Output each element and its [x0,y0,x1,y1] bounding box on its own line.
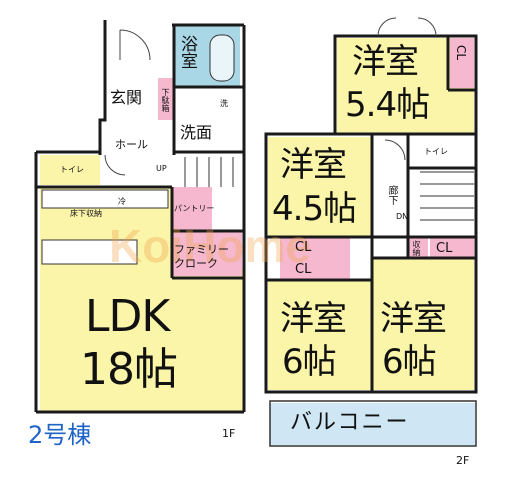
cl-6b-label: CL [436,241,453,256]
room-4-5-name: 洋室 [280,145,347,185]
stairs-1f [172,157,242,187]
cl-5-4-label: CL [454,45,468,61]
bath-label: 浴室 [177,35,197,69]
room-5-4-name: 洋室 [352,42,419,82]
hall-label: ホール [115,138,148,151]
room-5-4-size: 5.4帖 [345,85,430,125]
dn-label: DN [396,212,409,221]
room-6b-name: 洋室 [380,299,447,339]
family-closet-label: ファミリークローク [174,243,229,271]
bathtub [209,34,235,82]
doors-1f [104,29,151,176]
storage-2f [408,237,428,258]
kitchen-back-counter [41,189,169,209]
room-6b [373,258,474,390]
ldk-label: LDK [85,291,170,342]
room-6a-name: 洋室 [280,299,347,339]
refrigerator-label: 冷 [118,197,126,206]
shoe-box-label: 下駄箱 [161,88,170,112]
cl-5-4 [450,38,474,88]
ldk-size-label: 18帖 [80,344,178,395]
corridor-label: 廊下 [386,185,397,205]
watermark: KoiHome [109,220,311,272]
balcony-outline [269,400,477,447]
cl-4-5-label-bottom: CL [295,262,312,277]
wash-room [175,87,240,152]
family-closet [172,231,242,276]
floor2-walls [264,34,478,394]
balcony-label: バルコニー [290,410,410,435]
up-label: UP [156,164,167,173]
toilet-2f [410,137,474,167]
cl-4-5-label-top: CL [295,240,312,255]
room-6a-size: 6帖 [282,342,337,382]
floor-storage-label: 床下収納 [70,209,102,218]
cl-6b [430,237,474,258]
pantry [172,187,212,231]
storage-2f-label: 収納 [412,240,421,256]
doors-2f [377,17,437,161]
wash-label: 洗 [220,99,228,108]
toilet-2f-label: トイレ [424,147,448,156]
toilet-1f-label: トイレ [60,165,84,174]
stairs-2f-steps [420,171,474,221]
balcony [270,403,475,445]
room-6b-size: 6帖 [382,342,437,382]
ldk-room [40,267,245,412]
floor1-label: 1F [222,427,236,440]
floor2-rooms [268,38,475,445]
shoe-box [158,78,174,120]
genkan-label: 玄関 [110,88,143,107]
washroom-label: 洗面 [180,123,213,142]
floor2-label: 2F [456,454,470,467]
floor1-walls [34,20,246,414]
room-6a [268,280,371,390]
room-4-5 [268,137,371,237]
room-4-5-size: 4.5帖 [272,189,357,229]
stairs-1f-steps [184,157,234,187]
pantry-label: パントリー [174,204,215,213]
kitchen-counter [41,239,138,265]
hall-area [102,120,172,185]
cl-4-5 [280,237,350,280]
building-name: 2号棟 [28,421,92,449]
toilet-room-1f [40,155,100,185]
